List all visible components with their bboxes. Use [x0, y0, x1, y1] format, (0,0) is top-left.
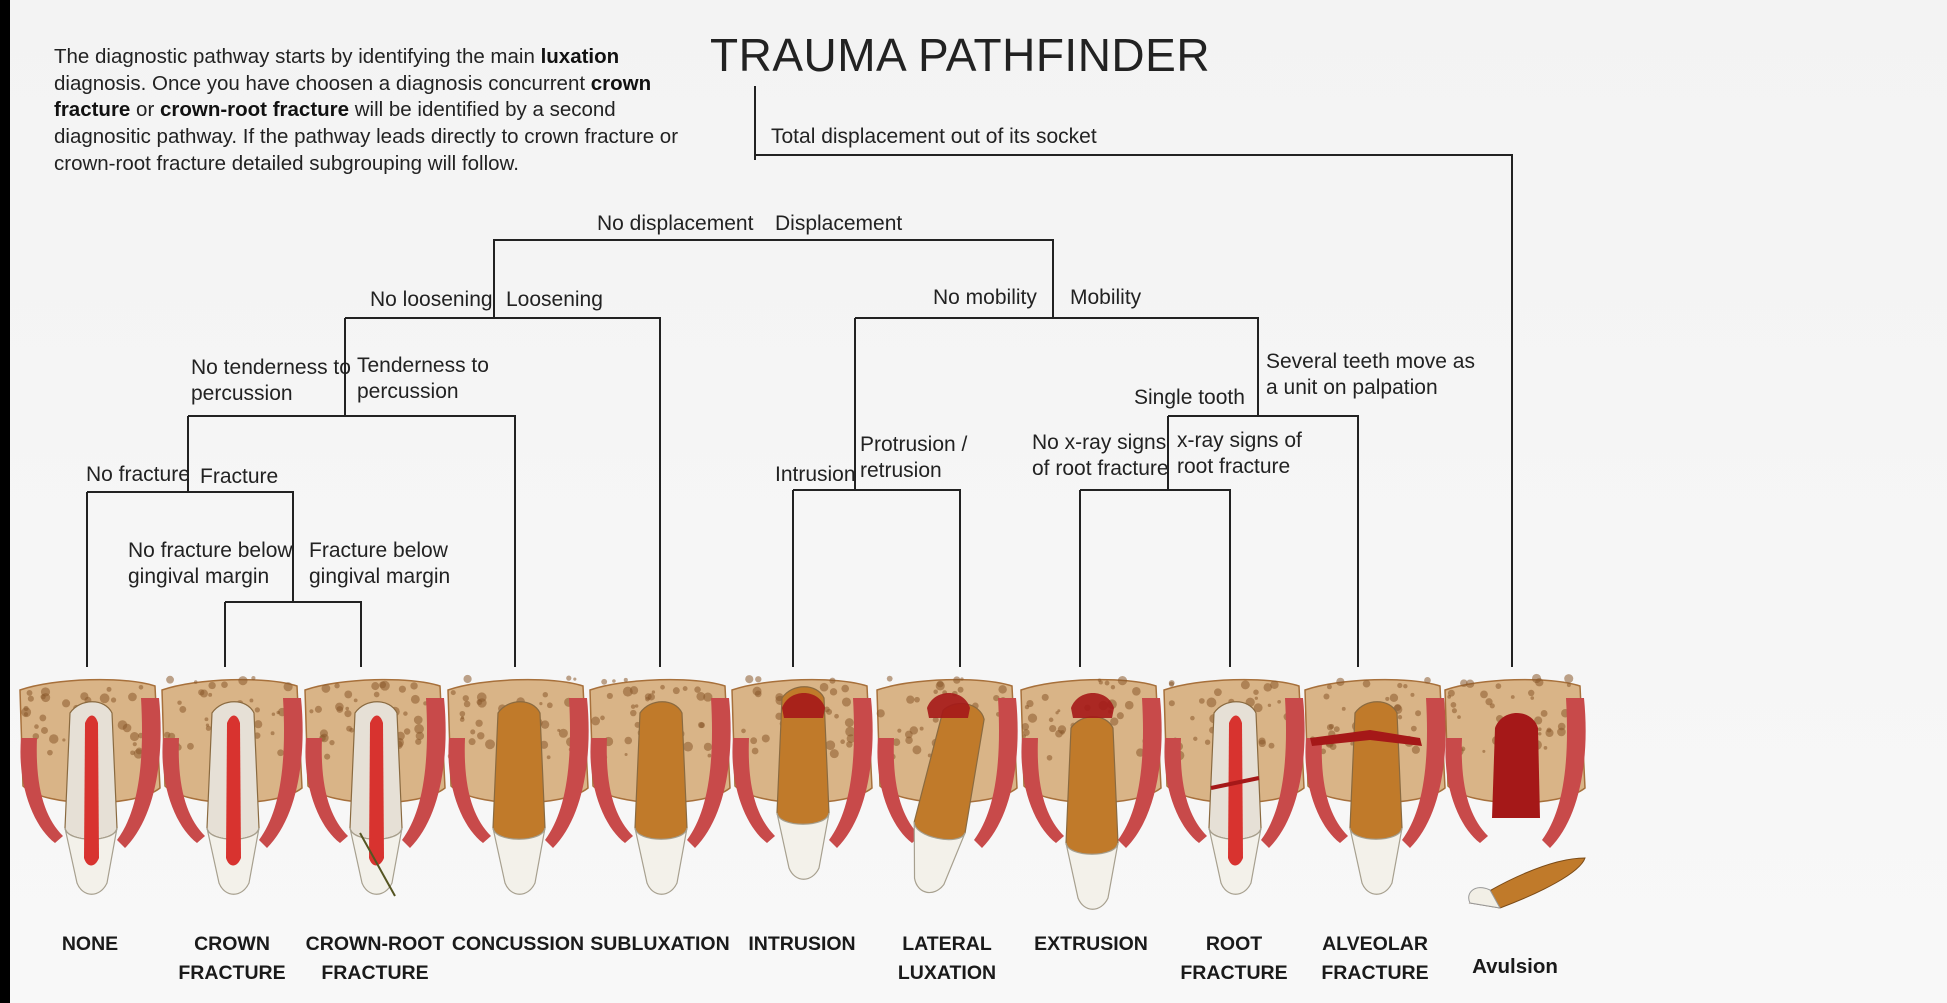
avulsion-name: Avulsion — [1440, 952, 1590, 983]
label-tenderness-line-1: Tenderness to — [357, 353, 489, 379]
lateral-luxation-name-line: LATERAL — [872, 930, 1022, 959]
lateral-luxation-name-line: LUXATION — [872, 959, 1022, 988]
pathfinder-page: TRAUMA PATHFINDER The diagnostic pathway… — [10, 0, 1947, 1003]
root-fracture-illustration — [1159, 668, 1309, 918]
label-total-displacement: Total displacement out of its socket — [771, 124, 1097, 150]
label-no-fracture-below-line-2: gingival margin — [128, 564, 293, 590]
none-name-line: NONE — [15, 930, 165, 959]
label-no-xray-line-2: of root fracture — [1032, 456, 1169, 482]
none-illustration — [15, 668, 165, 918]
label-no-fracture-below-line-1: No fracture below — [128, 538, 293, 564]
extrusion-illustration — [1016, 668, 1166, 918]
label-no-tenderness: No tenderness to percussion — [191, 355, 351, 408]
label-no-fracture: No fracture — [86, 462, 190, 488]
label-several-teeth-line-2: a unit on palpation — [1266, 375, 1475, 401]
concussion-name: CONCUSSION — [443, 930, 593, 959]
label-no-mobility: No mobility — [933, 285, 1037, 311]
label-no-displacement: No displacement — [597, 211, 753, 237]
alveolar-fracture-illustration — [1300, 668, 1450, 918]
root-fracture-name-line: ROOT — [1159, 930, 1309, 959]
edge-displacement-split — [494, 240, 1053, 242]
extrusion-name: EXTRUSION — [1016, 930, 1166, 959]
label-protrusion: Protrusion / retrusion — [860, 432, 967, 485]
alveolar-fracture-name-line: ALVEOLAR — [1300, 930, 1450, 959]
label-xray: x-ray signs of root fracture — [1177, 428, 1302, 481]
subluxation-illustration — [585, 668, 735, 918]
extrusion-name-line: EXTRUSION — [1016, 930, 1166, 959]
intrusion-name: INTRUSION — [727, 930, 877, 959]
label-no-tenderness-line-2: percussion — [191, 381, 351, 407]
crown-fracture-name-line: CROWN — [157, 930, 307, 959]
root-fracture-name-line: FRACTURE — [1159, 959, 1309, 988]
intrusion-name-line: INTRUSION — [727, 930, 877, 959]
label-no-loosening: No loosening — [370, 287, 493, 313]
label-tenderness-line-2: percussion — [357, 379, 489, 405]
label-no-xray: No x-ray signs of root fracture — [1032, 430, 1169, 483]
edge-gingival-split — [225, 602, 361, 667]
subluxation-name-line: SUBLUXATION — [585, 930, 735, 959]
label-protrusion-line-1: Protrusion / — [860, 432, 967, 458]
label-fracture-below-line-2: gingival margin — [309, 564, 450, 590]
intrusion-illustration — [727, 668, 877, 918]
label-tenderness: Tenderness to percussion — [357, 353, 489, 406]
label-several-teeth: Several teeth move as a unit on palpatio… — [1266, 349, 1475, 402]
concussion-illustration — [443, 668, 593, 918]
edge-xray-split — [1080, 490, 1230, 667]
label-single-tooth: Single tooth — [1134, 385, 1245, 411]
none-name: NONE — [15, 930, 165, 959]
label-mobility: Mobility — [1070, 285, 1141, 311]
label-xray-line-1: x-ray signs of — [1177, 428, 1302, 454]
label-no-xray-line-1: No x-ray signs — [1032, 430, 1169, 456]
avulsion-name-line: Avulsion — [1440, 952, 1590, 983]
label-protrusion-line-2: retrusion — [860, 458, 967, 484]
label-loosening: Loosening — [506, 287, 603, 313]
edge-intrusion-split — [793, 490, 960, 667]
crown-root-fracture-illustration — [300, 668, 450, 918]
label-intrusion: Intrusion — [775, 462, 856, 488]
crown-fracture-name-line: FRACTURE — [157, 959, 307, 988]
alveolar-fracture-name-line: FRACTURE — [1300, 959, 1450, 988]
label-no-fracture-below: No fracture below gingival margin — [128, 538, 293, 591]
label-no-tenderness-line-1: No tenderness to — [191, 355, 351, 381]
crown-root-fracture-name-line: CROWN-ROOT — [300, 930, 450, 959]
avulsion-illustration — [1440, 668, 1590, 918]
concussion-name-line: CONCUSSION — [443, 930, 593, 959]
label-xray-line-2: root fracture — [1177, 454, 1302, 480]
label-fracture-below: Fracture below gingival margin — [309, 538, 450, 591]
label-fracture-below-line-1: Fracture below — [309, 538, 450, 564]
crown-root-fracture-name-line: FRACTURE — [300, 959, 450, 988]
subluxation-name: SUBLUXATION — [585, 930, 735, 959]
crown-fracture-illustration — [157, 668, 307, 918]
label-displacement: Displacement — [775, 211, 902, 237]
label-several-teeth-line-1: Several teeth move as — [1266, 349, 1475, 375]
lateral-luxation-illustration — [872, 668, 1022, 918]
label-fracture: Fracture — [200, 464, 278, 490]
